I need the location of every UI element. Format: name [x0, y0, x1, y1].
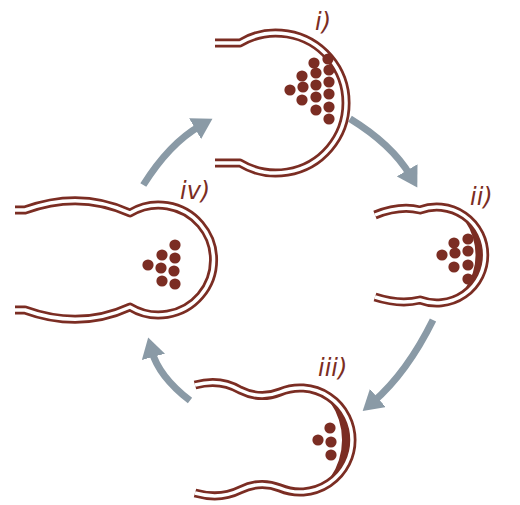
cargo-dot — [325, 449, 336, 460]
cargo-dot — [310, 91, 321, 102]
cargo-dot — [325, 436, 336, 447]
cargo-dot — [323, 101, 334, 112]
membrane-outer — [375, 207, 485, 303]
cargo-dot — [310, 104, 321, 115]
membrane-inner — [375, 207, 485, 303]
membrane-outer — [195, 382, 352, 495]
cargo-dot — [323, 113, 334, 124]
stage-label: iv) — [180, 177, 210, 205]
cargo-dot — [142, 259, 153, 270]
cargo-dot — [462, 245, 473, 256]
cycle-arrow — [143, 126, 200, 185]
cargo-dot — [322, 53, 333, 64]
cargo-dot — [296, 94, 307, 105]
cargo-dot — [448, 261, 459, 272]
cycle-arrow — [373, 320, 433, 402]
cargo-dot — [297, 81, 308, 92]
vesicle-node: iii) — [190, 360, 365, 500]
cargo-dot — [323, 76, 334, 87]
membrane-inner — [215, 33, 346, 173]
stage-label: i) — [315, 8, 331, 36]
vesicle-node: i) — [210, 10, 350, 170]
cycle-arrow — [152, 351, 190, 401]
cargo-dot — [284, 84, 295, 95]
membrane-outer — [215, 33, 346, 173]
cargo-dot — [448, 237, 459, 248]
cargo-dot — [323, 88, 334, 99]
cargo-dot — [296, 70, 307, 81]
cargo-dot — [462, 233, 473, 244]
stage-label: ii) — [470, 183, 493, 211]
cargo-dot — [324, 422, 335, 433]
vesicle-node: ii) — [370, 185, 510, 320]
cargo-dot — [462, 259, 473, 270]
cargo-dot — [436, 249, 447, 260]
cargo-dot — [169, 278, 180, 289]
cycle-arrow — [350, 119, 410, 176]
membrane-inner — [15, 201, 214, 320]
membrane-inner — [195, 382, 352, 495]
cargo-dot — [462, 273, 473, 284]
vesicle-node: iv) — [10, 185, 225, 340]
cargo-dot — [169, 239, 180, 250]
membrane-outer — [15, 201, 214, 320]
cargo-dot — [308, 57, 319, 68]
cargo-dot — [156, 249, 167, 260]
cargo-dot — [155, 262, 166, 273]
cargo-dot — [310, 67, 321, 78]
cargo-dot — [310, 79, 321, 90]
cargo-dot — [169, 252, 180, 263]
cargo-dot — [312, 434, 323, 445]
cargo-dot — [168, 265, 179, 276]
cargo-dot — [449, 247, 460, 258]
membrane-shape — [10, 185, 225, 340]
cargo-dot — [323, 64, 334, 75]
stage-label: iii) — [318, 354, 347, 382]
cargo-dot — [156, 275, 167, 286]
